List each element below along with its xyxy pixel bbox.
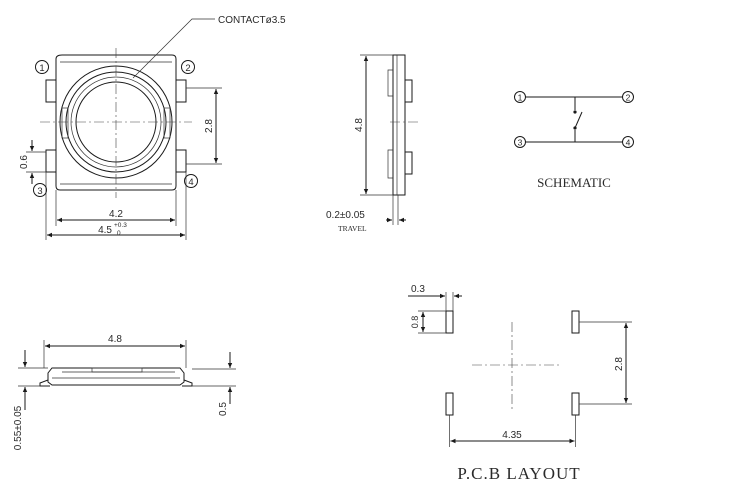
schematic-title: SCHEMATIC [537,175,611,190]
pad-bottom-right [571,392,580,416]
side-view: 4.8 0.2±0.05 TRAVEL [326,54,420,233]
dim-pad-width: 0.3 [411,284,425,295]
pcb-layout: 0.3 0.8 2.8 4.35 P.C.B LAYOUT [408,284,632,483]
side-view-body [392,54,406,196]
pad-bottom-left [445,392,454,416]
lead-right-top [175,79,187,103]
svg-text:3: 3 [37,186,42,197]
dim-thickness: 0.55±0.05 [13,405,24,450]
pad-top-left [445,310,454,334]
travel-value: 0.2±0.05 [326,210,365,221]
pad-top-right [571,310,580,334]
pin-1-label: 1 [35,60,49,74]
dim-width-inner: 4.2 [109,209,123,220]
schematic-pin-4: 4 [622,136,634,148]
schematic-pin-1: 1 [514,91,526,103]
lead-left-bottom [45,149,57,173]
pcb-title: P.C.B LAYOUT [457,464,580,483]
svg-text:4: 4 [626,138,631,148]
travel-label: TRAVEL [338,224,367,233]
dim-pcb-pitch-x: 4.35 [502,430,522,441]
dim-lead-height: 0.5 [218,402,229,416]
dim-pcb-pitch-y: 2.8 [614,357,625,371]
svg-text:2: 2 [626,93,631,103]
top-view: CONTACTø3.5 2.8 0.6 4.2 4.5 +0.3 0 1 2 [19,15,286,240]
lead-left-top [45,79,57,103]
lead-right-bottom [175,149,187,173]
pin-4-label: 4 [184,174,198,188]
dim-front-width: 4.8 [108,334,122,345]
schematic: 1 2 3 4 SCHEMATIC [514,91,634,190]
dim-pin-width: 0.6 [19,155,30,169]
svg-text:2: 2 [185,63,190,74]
svg-text:3: 3 [518,138,523,148]
svg-text:4: 4 [188,177,193,188]
pin-3-label: 3 [33,183,47,197]
front-view-body [47,367,185,386]
schematic-pin-3: 3 [514,136,526,148]
pin-2-label: 2 [181,60,195,74]
dim-tol-minus: 0 [117,230,121,237]
switch-contact [574,111,583,129]
top-view-body [55,54,177,191]
schematic-pin-2: 2 [622,91,634,103]
dim-pad-height: 0.8 [410,316,420,329]
dim-pitch: 2.8 [204,119,215,133]
dim-width-outer: 4.5 [98,225,112,236]
front-view: 4.8 0.55±0.05 0.5 [13,334,236,450]
dim-tol-plus: +0.3 [114,222,127,229]
svg-text:1: 1 [39,63,44,74]
svg-text:1: 1 [518,93,523,103]
dim-height: 4.8 [354,118,365,132]
contact-label: CONTACTø3.5 [218,15,286,26]
